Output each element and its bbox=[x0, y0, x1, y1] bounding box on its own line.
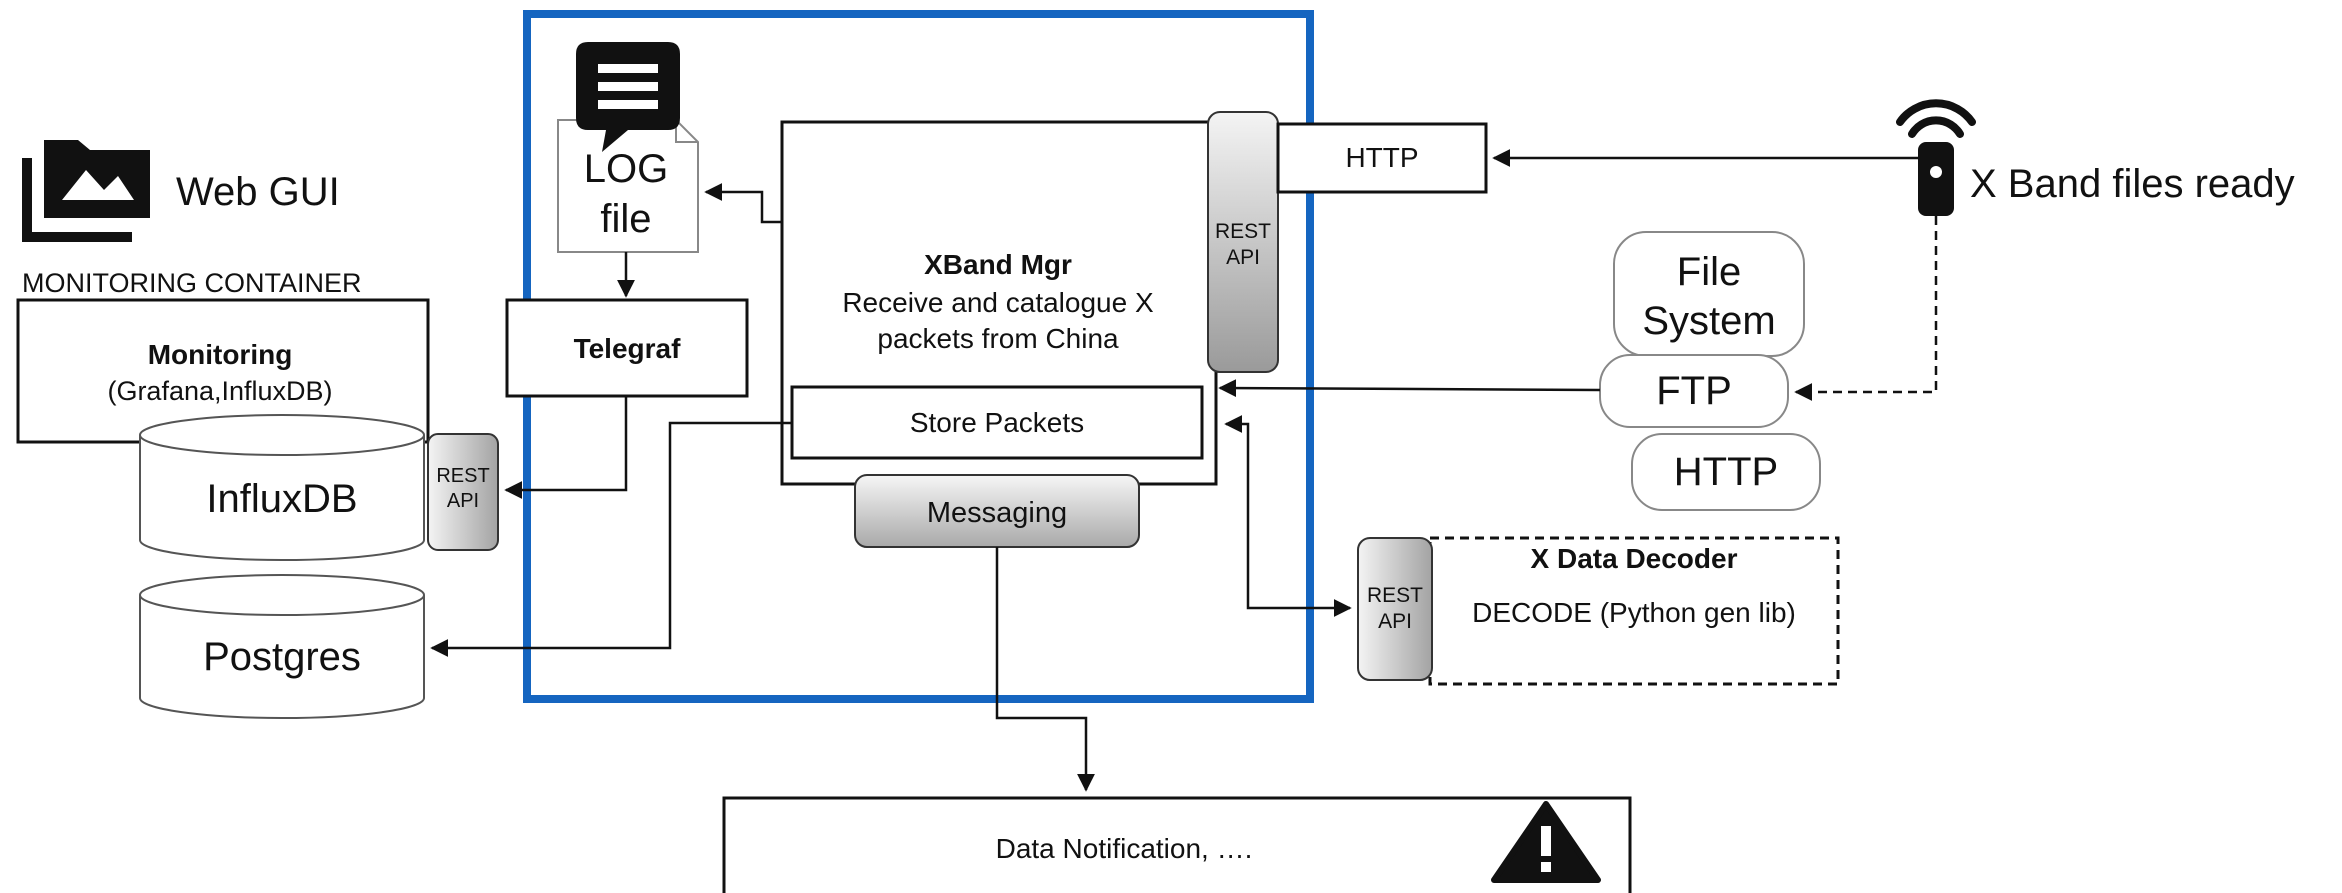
arrow-ftp-to-mgr bbox=[1218, 379, 1601, 398]
file-system-line1: File bbox=[1677, 250, 1741, 294]
arrow-telegraf-to-influx bbox=[504, 396, 628, 499]
xband-rest-api bbox=[1207, 111, 1279, 373]
influxdb-label: InfluxDB bbox=[206, 477, 357, 521]
connectors bbox=[430, 149, 1938, 792]
warning-icon bbox=[1491, 801, 1601, 883]
influxdb-rest-api bbox=[427, 433, 499, 551]
log-line1: LOG bbox=[584, 147, 668, 191]
ftp-label: FTP bbox=[1656, 369, 1732, 413]
xband-mgr-line2: packets from China bbox=[877, 323, 1119, 354]
ftp-pill bbox=[1599, 354, 1789, 428]
file-system-line2: System bbox=[1642, 299, 1775, 343]
web-gui-icon bbox=[22, 140, 150, 242]
decoder-title: X Data Decoder bbox=[1531, 543, 1738, 574]
http-pill-label: HTTP bbox=[1674, 450, 1778, 494]
monitoring-subtitle: (Grafana,InfluxDB) bbox=[107, 376, 332, 406]
decoder-box bbox=[1428, 536, 1840, 686]
xband-rest-line1: REST bbox=[1215, 220, 1271, 243]
xband-mgr-title: XBand Mgr bbox=[924, 249, 1072, 280]
x-band-ready-label: X Band files ready bbox=[1970, 162, 2295, 206]
notification-box bbox=[722, 796, 1632, 893]
web-gui-label: Web GUI bbox=[176, 170, 340, 214]
postgres-label: Postgres bbox=[203, 635, 361, 679]
influxdb-cylinder bbox=[139, 414, 425, 561]
chat-message-icon bbox=[576, 42, 680, 152]
http-box-label: HTTP bbox=[1345, 142, 1418, 173]
arrow-messaging-to-notification bbox=[995, 547, 1095, 792]
arrow-store-to-postgres bbox=[430, 421, 792, 657]
log-line2: file bbox=[600, 197, 651, 241]
store-packets-box bbox=[790, 385, 1204, 460]
arrow-mgr-decoder bbox=[1224, 415, 1352, 617]
decoder-rest-api bbox=[1357, 537, 1433, 681]
postgres-cylinder bbox=[139, 574, 425, 719]
monitoring-title: Monitoring bbox=[148, 339, 293, 370]
http-box bbox=[1276, 122, 1488, 194]
decoder-rest-line1: REST bbox=[1367, 584, 1423, 607]
messaging-label: Messaging bbox=[927, 497, 1067, 529]
notification-label: Data Notification, …. bbox=[996, 833, 1253, 864]
influxdb-rest-line1: REST bbox=[436, 465, 489, 487]
telegraf-label: Telegraf bbox=[574, 333, 682, 364]
xband-rest-line2: API bbox=[1226, 246, 1260, 269]
http-pill bbox=[1631, 433, 1821, 511]
wifi-sensor-icon bbox=[1896, 99, 1976, 216]
store-packets-label: Store Packets bbox=[910, 407, 1084, 438]
decoder-subtitle: DECODE (Python gen lib) bbox=[1472, 597, 1796, 628]
xband-mgr-line1: Receive and catalogue X bbox=[842, 287, 1154, 318]
monitoring-container-label: MONITORING CONTAINER bbox=[22, 268, 362, 298]
decoder-rest-line2: API bbox=[1378, 610, 1412, 633]
arrow-mgr-to-log bbox=[704, 183, 782, 224]
arrow-ready-to-ftp bbox=[1794, 216, 1938, 401]
influxdb-rest-line2: API bbox=[447, 490, 479, 512]
